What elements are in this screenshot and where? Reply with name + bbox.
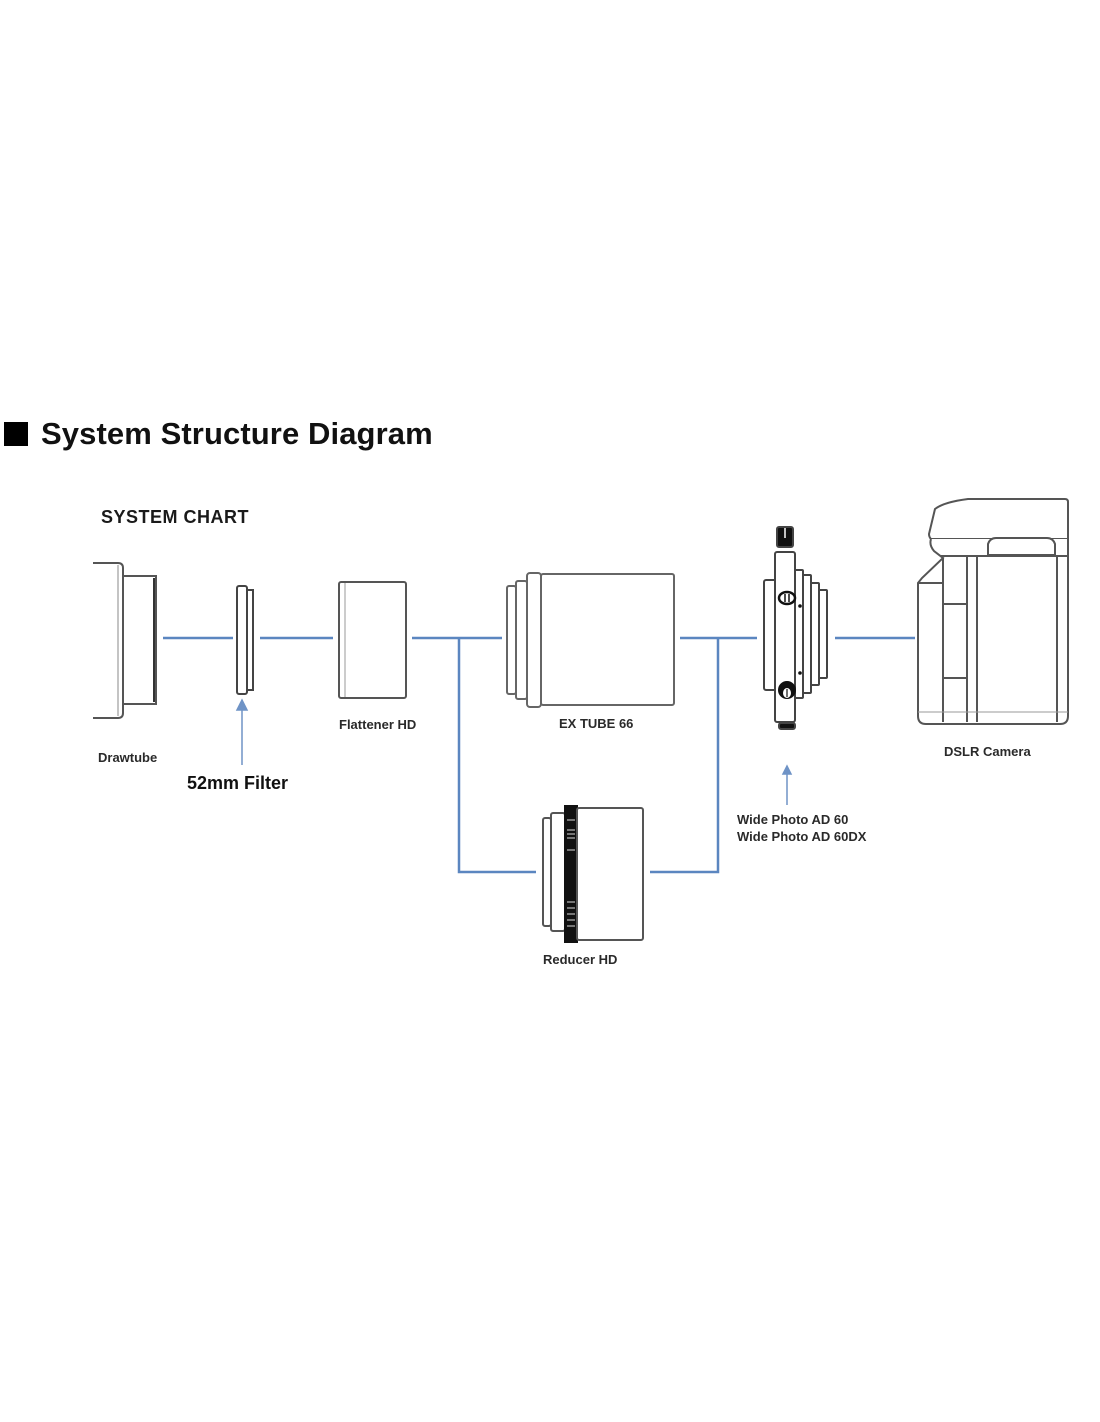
filter-label: 52mm Filter [187, 773, 289, 793]
section-title: System Structure Diagram [41, 416, 433, 451]
widephoto-adapter-icon [763, 526, 828, 730]
widephoto-label-line2: Wide Photo AD 60DX [737, 829, 867, 844]
filter-pointer-arrowhead [235, 698, 249, 711]
flattener-label: Flattener HD [339, 717, 417, 732]
reducer-label: Reducer HD [543, 952, 618, 967]
connector-lines [163, 636, 915, 874]
camera-label: DSLR Camera [944, 744, 1031, 759]
filter-icon [236, 585, 254, 695]
black-square-icon [4, 422, 28, 446]
section-heading: System Structure Diagram [4, 416, 433, 452]
drawtube-label: Drawtube [98, 750, 158, 765]
widephoto-pointer-arrowhead [781, 764, 793, 775]
connector-branch-to-reducer [457, 638, 536, 874]
extube-icon [506, 572, 675, 708]
flattener-icon [338, 581, 407, 699]
pointer-arrows [235, 698, 793, 805]
drawtube-icon [93, 562, 157, 719]
reducer-icon [542, 805, 644, 943]
dslr-camera-icon [917, 498, 1069, 725]
connector-reducer-to-widephoto [650, 638, 720, 874]
widephoto-label-line1: Wide Photo AD 60 [737, 812, 849, 827]
extube-label: EX TUBE 66 [559, 716, 634, 731]
system-chart-title: SYSTEM CHART [101, 507, 250, 527]
